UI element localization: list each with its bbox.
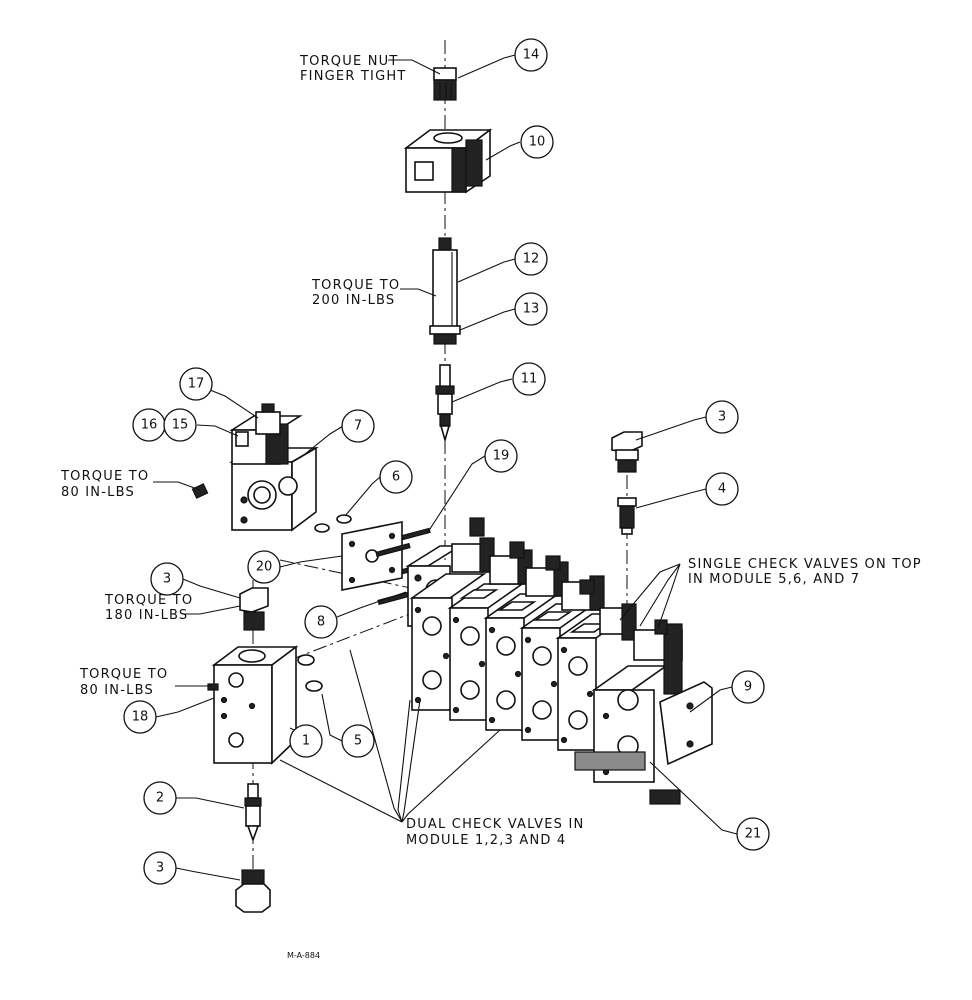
balloon-8-label: 8 [317,615,325,630]
balloon-12: 12 [514,242,548,276]
balloon-9-label: 9 [744,680,752,695]
part-12-tube [429,237,461,345]
module-5 [555,613,633,751]
balloon-7: 7 [341,409,375,443]
note-torque-80-lower-line2: 80 IN-LBS [80,683,154,698]
balloon-5-label: 5 [354,734,362,749]
note-torque-200: TORQUE TO 200 IN-LBS [311,278,400,308]
balloon-20: 20 [247,550,281,584]
balloon-2: 2 [143,781,177,815]
balloon-15-label: 15 [172,418,189,433]
balloon-3-top-label: 3 [718,410,726,425]
balloon-5: 5 [341,724,375,758]
note-dual-check: DUAL CHECK VALVES IN MODULE 1,2,3 AND 4 [406,817,584,848]
balloon-3-top: 3 [705,400,739,434]
note-torque-nut-line2: FINGER TIGHT [300,69,406,84]
balloon-3-left-label: 3 [163,572,171,587]
balloon-10-label: 10 [529,135,546,150]
note-torque-200-line1: TORQUE TO [311,278,400,293]
balloon-2-label: 2 [156,791,164,806]
part-1-valve-body [211,645,299,765]
part-6-orings [314,514,352,533]
note-torque-180: TORQUE TO 180 IN-LBS [104,593,193,623]
balloon-19-label: 19 [493,449,510,464]
note-torque-80-lower: TORQUE TO 80 IN-LBS [79,667,168,698]
balloon-13-label: 13 [523,302,540,317]
balloon-14-label: 14 [523,48,540,63]
balloon-9: 9 [731,670,765,704]
note-torque-nut: TORQUE NUT FINGER TIGHT [299,54,406,84]
balloon-6-label: 6 [392,470,400,485]
note-torque-80-lower-line1: TORQUE TO [79,667,168,682]
note-torque-80-upper-line1: TORQUE TO [60,469,149,484]
balloon-21: 21 [736,817,770,851]
note-single-check: SINGLE CHECK VALVES ON TOP IN MODULE 5,6… [688,557,922,587]
balloon-12-label: 12 [523,252,540,267]
balloon-15: 15 [163,408,197,442]
part-9-bracket [574,681,713,771]
part-14-nut [433,67,457,101]
leader-lines [153,54,738,881]
balloon-18: 18 [123,700,157,734]
note-torque-nut-line1: TORQUE NUT [299,54,398,69]
part-3-bottom-plug [235,869,271,913]
balloon-4-label: 4 [718,482,726,497]
balloon-3-bottom: 3 [143,851,177,885]
note-dual-check-line1: DUAL CHECK VALVES IN [406,817,584,832]
balloon-3-left: 3 [150,562,184,596]
balloon-3-bottom-label: 3 [156,861,164,876]
part-bolt-upper [191,483,209,499]
balloon-16: 16 [132,408,166,442]
note-torque-80-upper-line2: 80 IN-LBS [61,485,135,500]
module-1 [409,573,487,711]
note-torque-180-line1: TORQUE TO [104,593,193,608]
balloon-11: 11 [512,362,546,396]
balloon-6: 6 [379,460,413,494]
balloon-14: 14 [514,38,548,72]
note-torque-180-line2: 180 IN-LBS [105,608,188,623]
balloon-10: 10 [520,125,554,159]
balloon-8: 8 [304,605,338,639]
note-torque-200-line2: 200 IN-LBS [312,293,395,308]
part-bolt-lower [207,683,219,691]
part-2-cartridge [244,783,262,843]
part-4-check-valve [617,497,637,535]
balloon-18-label: 18 [132,710,149,725]
part-20-plate [341,521,403,591]
part-11-cartridge [435,364,455,443]
balloon-19: 19 [484,439,518,473]
part-10-coil [403,128,493,194]
part-3-left-plug [239,587,269,631]
balloon-11-label: 11 [521,372,538,387]
part-3-top-plug [611,431,643,473]
balloon-16-label: 16 [141,418,158,433]
balloon-21-label: 21 [745,827,762,842]
manifold-stack [405,517,713,805]
note-single-check-line2: IN MODULE 5,6, AND 7 [688,572,860,587]
balloon-17: 17 [179,367,213,401]
module-3 [483,593,561,731]
centerline-plate [279,559,421,591]
balloon-1-label: 1 [302,734,310,749]
balloon-7-label: 7 [354,419,362,434]
balloon-1: 1 [289,724,323,758]
note-single-check-line1: SINGLE CHECK VALVES ON TOP [688,557,922,572]
part-17-nut [255,403,281,435]
balloon-13: 13 [514,292,548,326]
stack-coils [451,517,683,805]
note-torque-80-upper: TORQUE TO 80 IN-LBS [60,469,149,500]
balloon-17-label: 17 [188,377,205,392]
drawing-reference: M-A-884 [287,951,320,960]
centerline-oring [289,609,421,661]
balloon-20-label: 20 [256,560,273,575]
part-5-orings [297,654,323,692]
module-2 [447,583,525,721]
note-dual-check-line2: MODULE 1,2,3 AND 4 [406,833,566,848]
balloon-4: 4 [705,472,739,506]
